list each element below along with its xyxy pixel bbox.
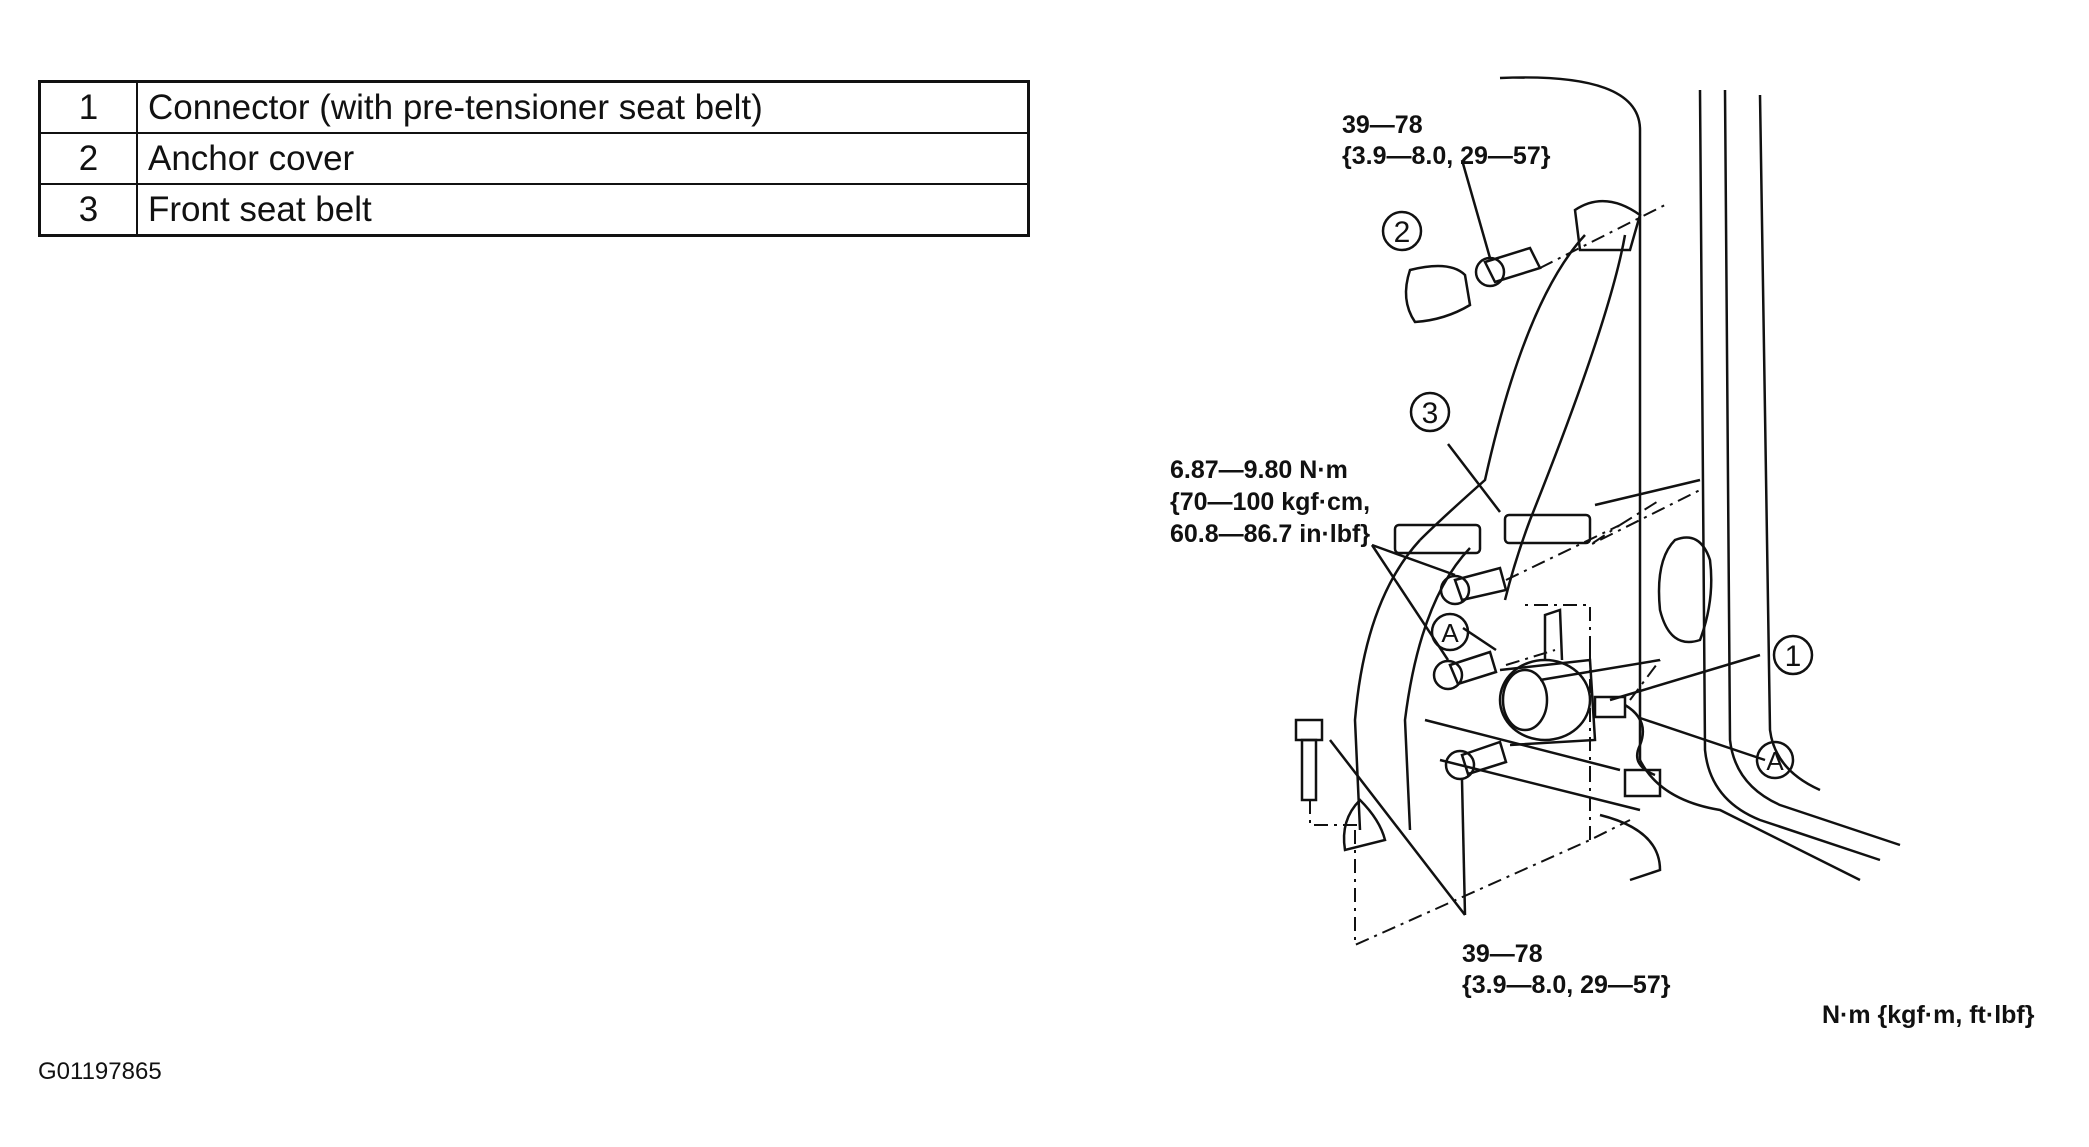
torque-mid-line2: {70—100 kgf·cm, (1170, 488, 1370, 516)
torque-top-line2: {3.9—8.0, 29—57} (1342, 142, 1551, 170)
torque-top-line1: 39—78 (1342, 111, 1423, 139)
callout-3-label: 3 (1422, 397, 1439, 430)
figure-id: G01197865 (38, 1058, 162, 1085)
legend-row: 2 Anchor cover (38, 132, 1030, 185)
torque-bottom-line1: 39—78 (1462, 940, 1543, 968)
legend-row-number: 2 (38, 132, 138, 185)
legend-row: 3 Front seat belt (38, 183, 1030, 237)
callout-3: 3 (1409, 391, 1451, 433)
bolt-floor-anchor (1294, 718, 1324, 802)
units-note: N·m {kgf·m, ft·lbf} (1822, 1001, 2035, 1029)
torque-bottom-line2: {3.9—8.0, 29—57} (1462, 971, 1671, 999)
callout-1: 1 (1772, 634, 1814, 676)
front-seat-belt (1342, 199, 1642, 852)
torque-spec-top: 39—78 {3.9—8.0, 29—57} (1342, 111, 1551, 170)
callout-a-left-label: A (1441, 618, 1459, 648)
legend-row-label: Front seat belt (136, 183, 1030, 237)
connector (1593, 695, 1662, 798)
bolt-upper (1474, 246, 1542, 288)
bolt-lower (1444, 740, 1508, 781)
callout-2-label: 2 (1394, 216, 1411, 249)
legend-row-number: 1 (38, 80, 138, 134)
anchor-cover (1404, 264, 1472, 324)
torque-spec-mid: 6.87—9.80 N·m {70—100 kgf·cm, 60.8—86.7 … (1170, 456, 1370, 548)
callout-a-right-label: A (1766, 746, 1784, 776)
legend-row-number: 3 (38, 183, 138, 237)
torque-spec-bottom: 39—78 {3.9—8.0, 29—57} (1462, 940, 1671, 999)
legend-row: 1 Connector (with pre-tensioner seat bel… (38, 80, 1030, 134)
callout-2: 2 (1381, 210, 1423, 252)
callout-a-left: A (1430, 612, 1470, 652)
parts-legend-table: 1 Connector (with pre-tensioner seat bel… (38, 80, 1030, 237)
retractor-assembly (1498, 608, 1597, 747)
bolt-mid-lower (1432, 650, 1498, 691)
legend-row-label: Connector (with pre-tensioner seat belt) (136, 80, 1030, 134)
leader-lines (1329, 159, 1766, 916)
torque-mid-line3: 60.8—86.7 in·lbf} (1170, 520, 1370, 548)
torque-mid-line1: 6.87—9.80 N·m (1170, 456, 1348, 484)
callout-1-label: 1 (1785, 640, 1802, 673)
b-pillar-structure (1424, 76, 1901, 882)
callout-a-right: A (1755, 740, 1795, 780)
bolt-mid-upper (1439, 566, 1508, 606)
legend-row-label: Anchor cover (136, 132, 1030, 185)
